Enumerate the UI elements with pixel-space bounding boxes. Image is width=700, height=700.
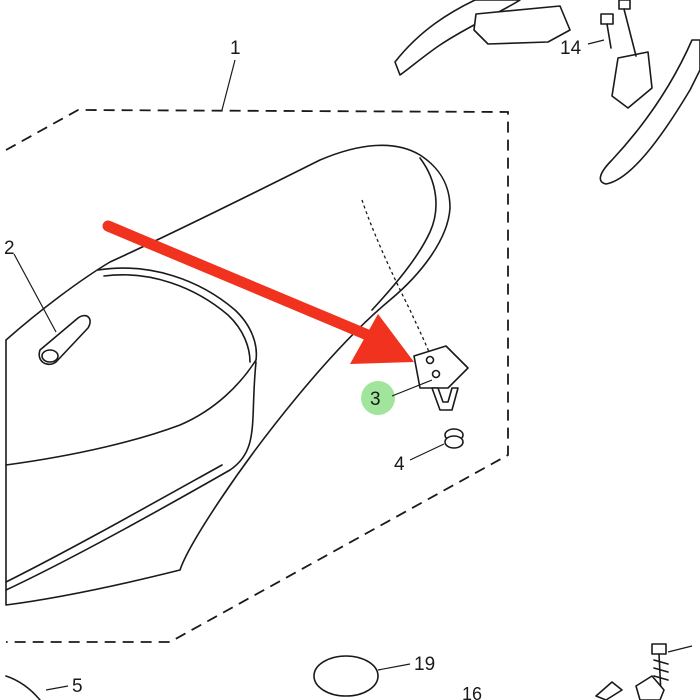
callout-labels: 1 2 3 4 5 14 16 19 (4, 38, 582, 700)
callout-19: 19 (414, 654, 435, 675)
part-2-pin (13, 253, 91, 366)
callout-3: 3 (370, 389, 381, 410)
seat (5, 144, 451, 606)
seat-lower-curve (5, 359, 257, 466)
callout-14: 14 (560, 38, 582, 59)
callout-2: 2 (4, 238, 15, 259)
bolt-14a (600, 13, 614, 49)
seat-edge-inner (371, 157, 437, 311)
callout-5: 5 (72, 676, 83, 697)
grab-rail-bracket (473, 5, 571, 45)
callout-4: 4 (394, 454, 405, 475)
grab-rail-mount (611, 51, 653, 109)
seat-outline (5, 144, 451, 606)
part-5 (5, 675, 69, 700)
leader-2 (13, 253, 57, 333)
mount-dotted-line (361, 199, 433, 361)
leader-14 (587, 39, 605, 45)
seat-assembly-boundary (5, 109, 509, 643)
part-16-bolts (595, 643, 693, 700)
leader-4 (409, 443, 445, 461)
part-19-cap (313, 655, 411, 697)
grab-rail-assembly (394, 0, 700, 185)
leader-5 (45, 685, 69, 691)
leader-19 (377, 663, 411, 671)
highlight-3 (361, 381, 395, 415)
seat-upper-stitch (97, 267, 258, 361)
part-3-hook-bracket (413, 345, 469, 411)
callout-1: 1 (230, 38, 241, 59)
red-arrow-pointer (102, 220, 414, 364)
seat-upper-stitch-2 (103, 274, 251, 363)
part-4-nut (409, 428, 464, 461)
bolt-14b (618, 0, 637, 57)
grab-rail-right (599, 39, 700, 185)
seat-front-contour-2 (5, 464, 223, 583)
leader-1 (221, 59, 236, 111)
leader-3 (391, 379, 433, 397)
callout-16: 16 (462, 684, 482, 700)
seat-front-contour (5, 361, 257, 591)
